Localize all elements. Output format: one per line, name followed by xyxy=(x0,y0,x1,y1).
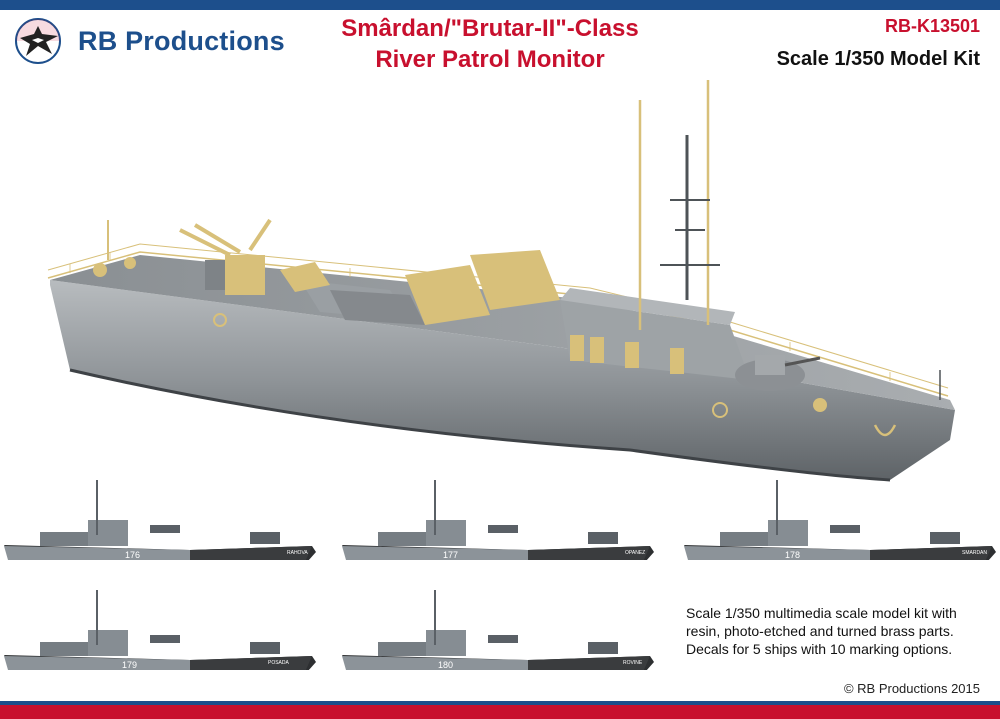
variant-number: 178 xyxy=(785,550,800,560)
ship-render xyxy=(47,80,955,482)
variant-thumb-179: 179 POSADA xyxy=(4,590,316,670)
variant-thumb-176: 176 RAHOVA xyxy=(4,480,316,560)
variant-number: 177 xyxy=(443,550,458,560)
variant-name: OPANEZ xyxy=(625,550,645,556)
variant-thumb-178: 178 SMARDAN xyxy=(684,480,996,560)
copyright: © RB Productions 2015 xyxy=(843,681,980,696)
scale-label: Scale 1/350 Model Kit xyxy=(776,48,980,70)
variant-name: POSADA xyxy=(268,660,290,666)
description-line: resin, photo-etched and turned brass par… xyxy=(686,623,954,639)
variant-thumb-177: 177 OPANEZ xyxy=(342,480,654,560)
variant-name: SMARDAN xyxy=(962,550,987,556)
description-line: Scale 1/350 multimedia scale model kit w… xyxy=(686,605,957,621)
bottom-stripe xyxy=(0,701,1000,719)
variant-number: 180 xyxy=(438,660,453,670)
product-title: Smârdan/"Brutar-II"-Class xyxy=(341,15,639,42)
variant-number: 176 xyxy=(125,550,140,560)
variant-thumb-180: 180 ROVINE xyxy=(342,590,654,670)
product-subtitle: River Patrol Monitor xyxy=(375,46,605,73)
product-code: RB-K13501 xyxy=(884,16,980,36)
variant-name: RAHOVA xyxy=(287,550,308,556)
variant-name: ROVINE xyxy=(623,660,643,666)
top-stripe xyxy=(0,0,1000,10)
variant-number: 179 xyxy=(122,660,137,670)
description-line: Decals for 5 ships with 10 marking optio… xyxy=(686,641,953,657)
rb-logo-icon xyxy=(15,18,61,64)
brand-name: RB Productions xyxy=(78,26,285,56)
kit-description: Scale 1/350 multimedia scale model kit w… xyxy=(686,604,992,658)
